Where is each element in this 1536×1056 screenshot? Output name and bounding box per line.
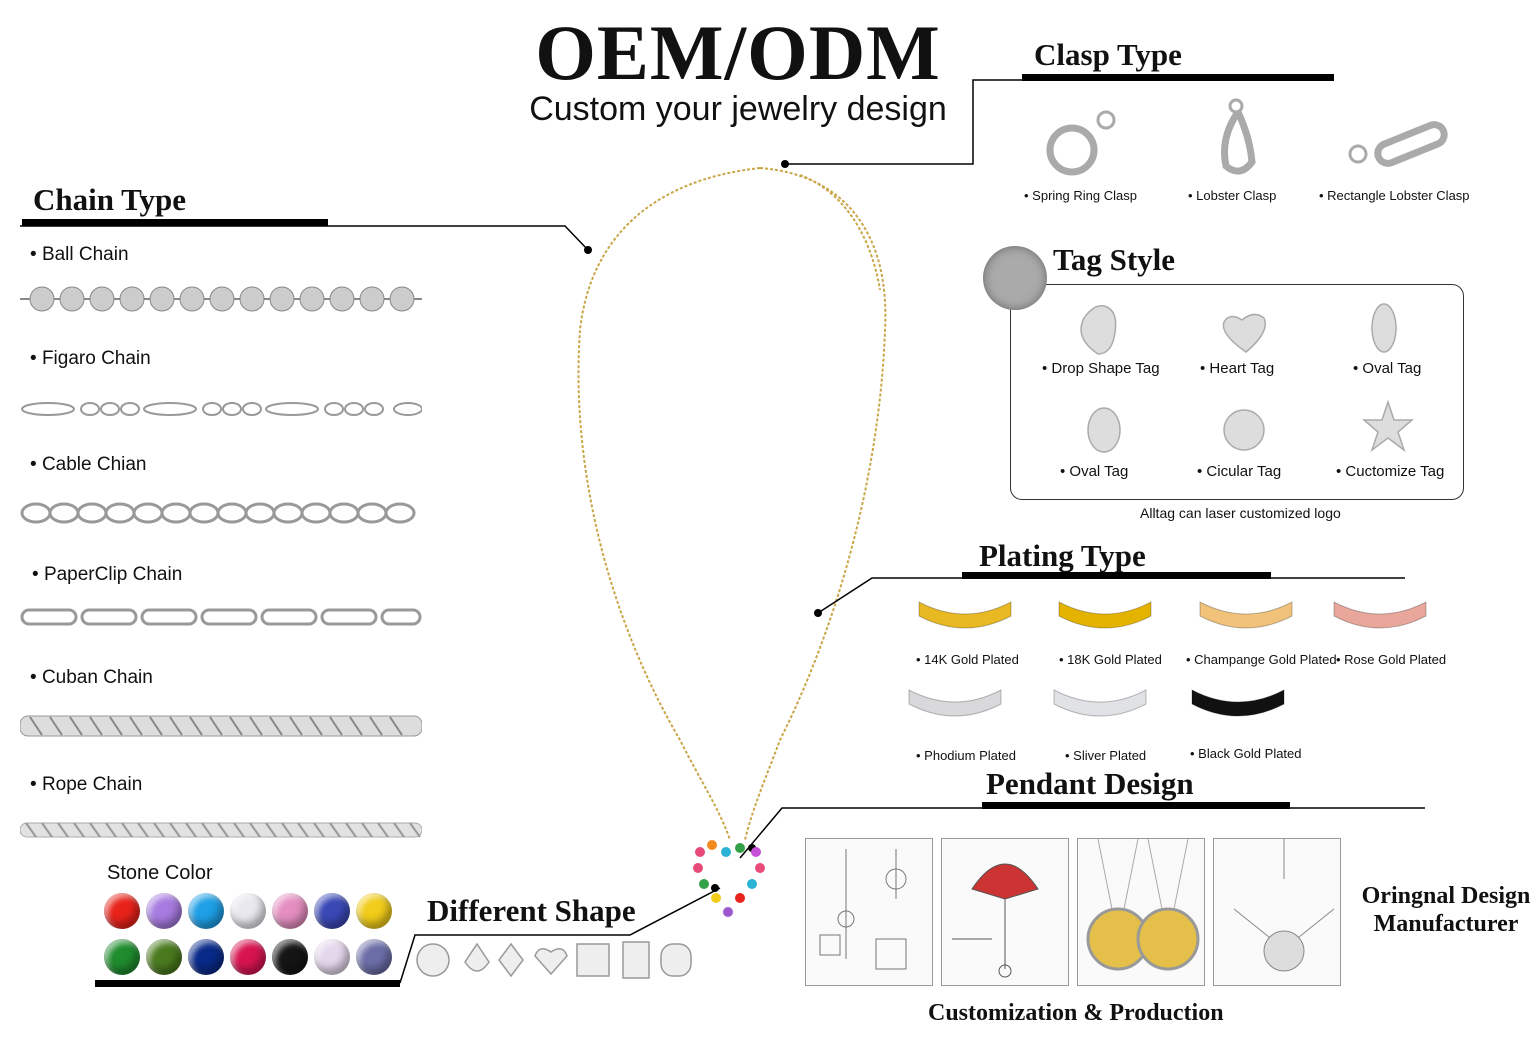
chain-paperclip-label: PaperClip Chain bbox=[32, 564, 182, 586]
design-sketch-2 bbox=[941, 838, 1069, 986]
pendant-design-heading: Pendant Design bbox=[986, 766, 1194, 801]
cable-chain-image bbox=[20, 502, 416, 524]
page-title: OEM/ODM bbox=[535, 9, 941, 96]
plating-black-label: Black Gold Plated bbox=[1190, 746, 1301, 761]
clasp-type-heading: Clasp Type bbox=[1034, 37, 1182, 72]
pendant-photo bbox=[1077, 838, 1205, 986]
tag-circular-label: Cicular Tag bbox=[1197, 463, 1281, 480]
clasp-type-underline bbox=[1022, 74, 1334, 81]
stone-swatch bbox=[230, 939, 266, 975]
design-sketch-4 bbox=[1213, 838, 1341, 986]
oval-tag-2-icon bbox=[1087, 407, 1121, 453]
stone-color-heading: Stone Color bbox=[107, 862, 213, 884]
stone-swatch bbox=[188, 893, 224, 929]
stone-color-underline bbox=[95, 980, 400, 987]
plating-swatch bbox=[1058, 601, 1152, 629]
tag-style-badge bbox=[983, 246, 1047, 310]
plating-swatch bbox=[908, 689, 1002, 717]
tag-oval-label: Oval Tag bbox=[1353, 360, 1421, 377]
spring-ring-clasp-icon bbox=[1046, 124, 1098, 176]
asscher-shape-icon bbox=[576, 943, 610, 977]
clasp-lobster-label: Lobster Clasp bbox=[1188, 188, 1276, 203]
stone-shapes bbox=[416, 941, 692, 979]
drop-shape-tag-icon bbox=[1080, 305, 1117, 355]
chain-figaro-label: Figaro Chain bbox=[30, 348, 151, 370]
paperclip-chain-image bbox=[20, 608, 422, 626]
tag-oval-2-label: Oval Tag bbox=[1060, 463, 1128, 480]
tag-customize-label: Cuctomize Tag bbox=[1336, 463, 1444, 480]
stone-swatch bbox=[188, 939, 224, 975]
page-subtitle: Custom your jewelry design bbox=[529, 90, 947, 128]
chain-type-heading: Chain Type bbox=[33, 182, 187, 217]
stone-swatch bbox=[104, 939, 140, 975]
tag-heart-label: Heart Tag bbox=[1200, 360, 1274, 377]
tag-style-box bbox=[1010, 284, 1464, 500]
heart-pendant bbox=[693, 840, 765, 917]
plating-18k-label: 18K Gold Plated bbox=[1059, 652, 1162, 667]
tag-images bbox=[1080, 303, 1415, 453]
plating-swatch bbox=[918, 601, 1012, 629]
lobster-clasp-icon bbox=[1221, 110, 1256, 175]
plating-swatch bbox=[1199, 601, 1293, 629]
cushion-shape-icon bbox=[660, 943, 692, 977]
circular-tag-icon bbox=[1223, 409, 1265, 451]
different-shape-heading: Different Shape bbox=[427, 893, 636, 928]
figaro-chain-image bbox=[21, 402, 422, 416]
heart-shape-icon bbox=[534, 948, 568, 976]
round-shape-icon bbox=[416, 943, 450, 977]
plating-14k-label: 14K Gold Plated bbox=[916, 652, 1019, 667]
stone-swatch bbox=[146, 939, 182, 975]
plating-rose-label: Rose Gold Plated bbox=[1336, 652, 1446, 667]
chain-rope-label: Rope Chain bbox=[30, 774, 142, 796]
stone-swatch bbox=[230, 893, 266, 929]
plating-type-underline bbox=[962, 572, 1271, 579]
odm-label: Oringnal Design Manufacturer bbox=[1361, 883, 1531, 937]
stone-swatch bbox=[356, 939, 392, 975]
tag-drop-label: Drop Shape Tag bbox=[1042, 360, 1159, 377]
plating-champagne-label: Champange Gold Plated bbox=[1186, 652, 1336, 667]
rope-chain-image bbox=[20, 822, 422, 838]
oval-tag-icon bbox=[1371, 303, 1397, 353]
stone-swatch bbox=[104, 893, 140, 929]
tag-style-heading: Tag Style bbox=[1053, 242, 1176, 277]
stone-swatch bbox=[314, 939, 350, 975]
stone-swatch bbox=[272, 939, 308, 975]
plating-silver-label: Sliver Plated bbox=[1065, 748, 1146, 763]
stone-swatch bbox=[272, 893, 308, 929]
marquise-shape-icon bbox=[498, 942, 524, 978]
stone-swatch bbox=[314, 893, 350, 929]
star-tag-icon bbox=[1361, 399, 1415, 453]
plating-swatch bbox=[1053, 689, 1147, 717]
ball-chain-image bbox=[20, 286, 422, 312]
tag-note: Alltag can laser customized logo bbox=[1140, 505, 1341, 521]
stone-swatch bbox=[356, 893, 392, 929]
clasp-images bbox=[1046, 98, 1448, 176]
chain-cuban-label: Cuban Chain bbox=[30, 667, 153, 689]
chain-cable-label: Cable Chian bbox=[30, 454, 147, 476]
chain-ball-label: Ball Chain bbox=[30, 244, 129, 266]
pendant-design-underline bbox=[982, 802, 1290, 809]
pendant-caption: Customization & Production bbox=[928, 1000, 1224, 1026]
cuban-chain-image bbox=[20, 715, 422, 737]
emerald-shape-icon bbox=[622, 941, 650, 979]
design-sketch-1 bbox=[805, 838, 933, 986]
plating-swatch bbox=[1333, 601, 1427, 629]
pear-shape-icon bbox=[464, 942, 490, 972]
clasp-spring-ring-label: Spring Ring Clasp bbox=[1024, 188, 1137, 203]
plating-swatch bbox=[1191, 689, 1285, 717]
stone-swatch bbox=[146, 893, 182, 929]
chain-type-underline bbox=[22, 219, 328, 226]
clasp-rectangle-lobster-label: Rectangle Lobster Clasp bbox=[1319, 188, 1469, 203]
rectangle-lobster-clasp-icon bbox=[1374, 121, 1448, 167]
heart-tag-icon bbox=[1222, 313, 1266, 353]
plating-type-heading: Plating Type bbox=[979, 538, 1146, 573]
plating-rhodium-label: Phodium Plated bbox=[916, 748, 1016, 763]
